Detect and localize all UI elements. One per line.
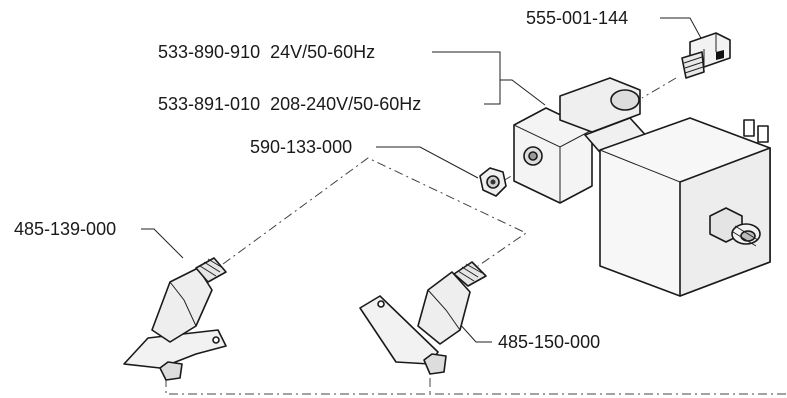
centerline-left-elbow <box>222 157 527 267</box>
callout-valve-24v: 533-890-910 24V/50-60Hz <box>158 42 375 62</box>
centerline-fitting-to-valve <box>641 77 677 99</box>
centerline-bottom <box>165 378 787 395</box>
valve-24v-spec: 24V/50-60Hz <box>270 42 376 62</box>
leader-590-133-000 <box>376 146 479 179</box>
part-number-555-001-144: 555-001-144 <box>526 8 629 28</box>
nut-590-133-000-drawing <box>479 167 507 197</box>
callout-fitting-top: 555-001-144 <box>526 8 628 28</box>
leader-485-150-000 <box>457 321 492 343</box>
callout-elbow-right: 485-150-000 <box>498 332 600 352</box>
fitting-555-001-144-drawing <box>681 32 731 79</box>
elbow-485-150-000-drawing <box>359 261 487 375</box>
leader-valve-bracket <box>500 79 546 106</box>
part-number-533-890-910: 533-890-910 <box>158 42 261 62</box>
leader-485-139-000 <box>141 228 184 259</box>
part-number-590-133-000: 590-133-000 <box>250 137 353 157</box>
part-number-485-150-000: 485-150-000 <box>498 332 601 352</box>
valve-230v-spec: 208-240V/50-60Hz <box>270 94 422 114</box>
solenoid-valve-drawing <box>513 77 771 297</box>
leader-lines <box>141 17 703 343</box>
callout-nut: 590-133-000 <box>250 137 352 157</box>
leader-533-891-010 <box>484 80 501 105</box>
leader-555-001-144 <box>660 17 703 41</box>
elbow-485-139-000-drawing <box>123 257 227 381</box>
callout-elbow-left: 485-139-000 <box>14 219 116 239</box>
part-number-485-139-000: 485-139-000 <box>14 219 117 239</box>
callout-valve-230v: 533-891-010 208-240V/50-60Hz <box>158 94 421 114</box>
leader-533-890-910 <box>432 51 501 80</box>
part-number-533-891-010: 533-891-010 <box>158 94 261 114</box>
